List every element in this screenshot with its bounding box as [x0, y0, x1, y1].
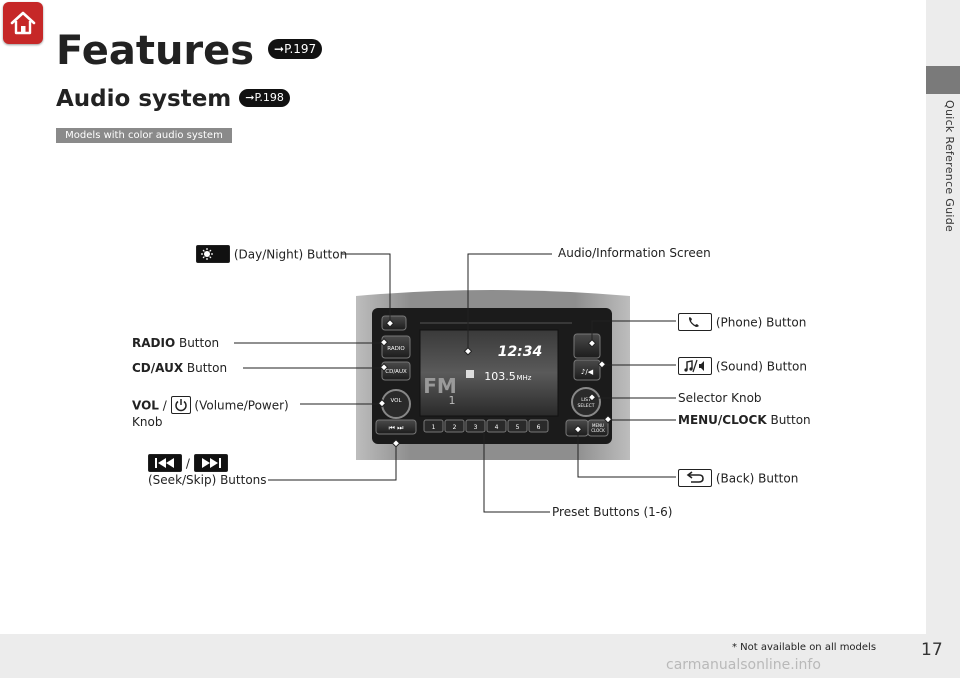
- radio-label: RADIO Button: [132, 336, 220, 350]
- preset-hw-label-1: 1: [432, 424, 436, 431]
- svg-text:⏮ ⏭: ⏮ ⏭: [389, 424, 405, 432]
- back-icon: [678, 469, 712, 487]
- phone-label: (Phone) Button: [678, 313, 806, 332]
- svg-text:MENU: MENU: [592, 423, 604, 428]
- svg-text:VOL: VOL: [390, 398, 402, 404]
- svg-text:LIST: LIST: [581, 397, 591, 403]
- title-text: Features: [56, 28, 255, 74]
- preset-hw-label-3: 3: [474, 424, 478, 431]
- svg-text:SELECT: SELECT: [578, 403, 595, 409]
- sound-label: (Sound) Button: [678, 357, 807, 376]
- callout-dots: [377, 319, 613, 448]
- selector-knob: [571, 387, 601, 417]
- footnote: * Not available on all models: [732, 642, 877, 653]
- preset-hw-label-4: 4: [495, 424, 499, 431]
- phone-hw-button: [573, 333, 601, 359]
- page-number: 17: [921, 640, 943, 660]
- back-label: (Back) Button: [678, 469, 798, 488]
- cdaux-hw-button: [381, 361, 411, 381]
- home-button[interactable]: [3, 2, 43, 44]
- sound-icon: [678, 357, 712, 375]
- preset-hw-label-2: 2: [453, 424, 457, 431]
- preset-hw-button-1: [423, 419, 444, 433]
- preset-label: Preset Buttons (1-6): [552, 505, 673, 519]
- svg-text:RADIO: RADIO: [387, 346, 405, 352]
- seek-label: / (Seek/Skip) Buttons: [148, 454, 267, 488]
- screen-frequency: 103.5: [484, 370, 516, 383]
- callout-lines: [234, 253, 676, 513]
- seek-back-icon: [148, 454, 182, 472]
- menu-hw-button: [587, 419, 609, 437]
- radio-hw-button: [381, 335, 411, 359]
- day-night-hw-button: [381, 315, 407, 331]
- preset-hw-button-6: [528, 419, 549, 433]
- svg-text:♪/◀: ♪/◀: [581, 368, 594, 376]
- model-badge: Models with color audio system: [56, 128, 232, 143]
- screen-freq-unit: MHz: [517, 374, 532, 382]
- screen-time: 12:34: [498, 344, 543, 360]
- unit-bezel: [356, 290, 630, 460]
- bottom-bar: [0, 634, 926, 678]
- screen-band: FM: [423, 374, 457, 398]
- sidebar: Quick Reference Guide: [926, 0, 960, 678]
- seek-forward-icon: [193, 454, 228, 472]
- preset-hw-button-3: [465, 419, 486, 433]
- preset-hw-button-4: [486, 419, 507, 433]
- vol-label: VOL / (Volume/Power) Knob: [132, 396, 289, 430]
- page-title: Features ➞P.197: [56, 28, 323, 74]
- cdaux-label: CD/AUX Button: [132, 361, 228, 375]
- preset-hw-button-5: [507, 419, 528, 433]
- preset-hw-label-6: 6: [537, 424, 541, 431]
- phone-icon: [678, 313, 712, 331]
- watermark: carmanualsonline.info: [666, 657, 821, 673]
- unit-faceplate: [372, 308, 612, 444]
- preset-hw-label-5: 5: [516, 424, 520, 431]
- preset-hw-button-2: [444, 419, 465, 433]
- home-icon: [10, 11, 36, 35]
- selector-label: Selector Knob: [678, 391, 762, 405]
- day-night-icon: [196, 245, 230, 263]
- sidebar-tab[interactable]: [926, 66, 960, 94]
- subtitle-text: Audio system: [56, 86, 232, 112]
- screen-label: Audio/Information Screen: [558, 246, 711, 260]
- svg-text:CLOCK: CLOCK: [591, 428, 605, 433]
- svg-text:CD/AUX: CD/AUX: [385, 369, 407, 375]
- screen-band-num: 1: [449, 394, 456, 407]
- title-page-ref[interactable]: ➞P.197: [268, 39, 323, 59]
- sound-hw-button: [573, 359, 601, 381]
- sidebar-label: Quick Reference Guide: [943, 100, 956, 233]
- audio-screen: [419, 329, 559, 417]
- subtitle-page-ref[interactable]: ➞P.198: [239, 88, 290, 107]
- section-title: Audio system ➞P.198: [56, 86, 290, 112]
- day-night-label: (Day/Night) Button: [196, 245, 347, 264]
- power-icon: [170, 396, 191, 414]
- back-hw-button: [565, 419, 589, 437]
- menu-clock-label: MENU/CLOCK Button: [678, 413, 811, 427]
- preset-hw-buttons: 1 2 3 4 5 6: [423, 419, 549, 433]
- vol-knob: [381, 389, 411, 419]
- seek-hw-buttons: [375, 419, 417, 435]
